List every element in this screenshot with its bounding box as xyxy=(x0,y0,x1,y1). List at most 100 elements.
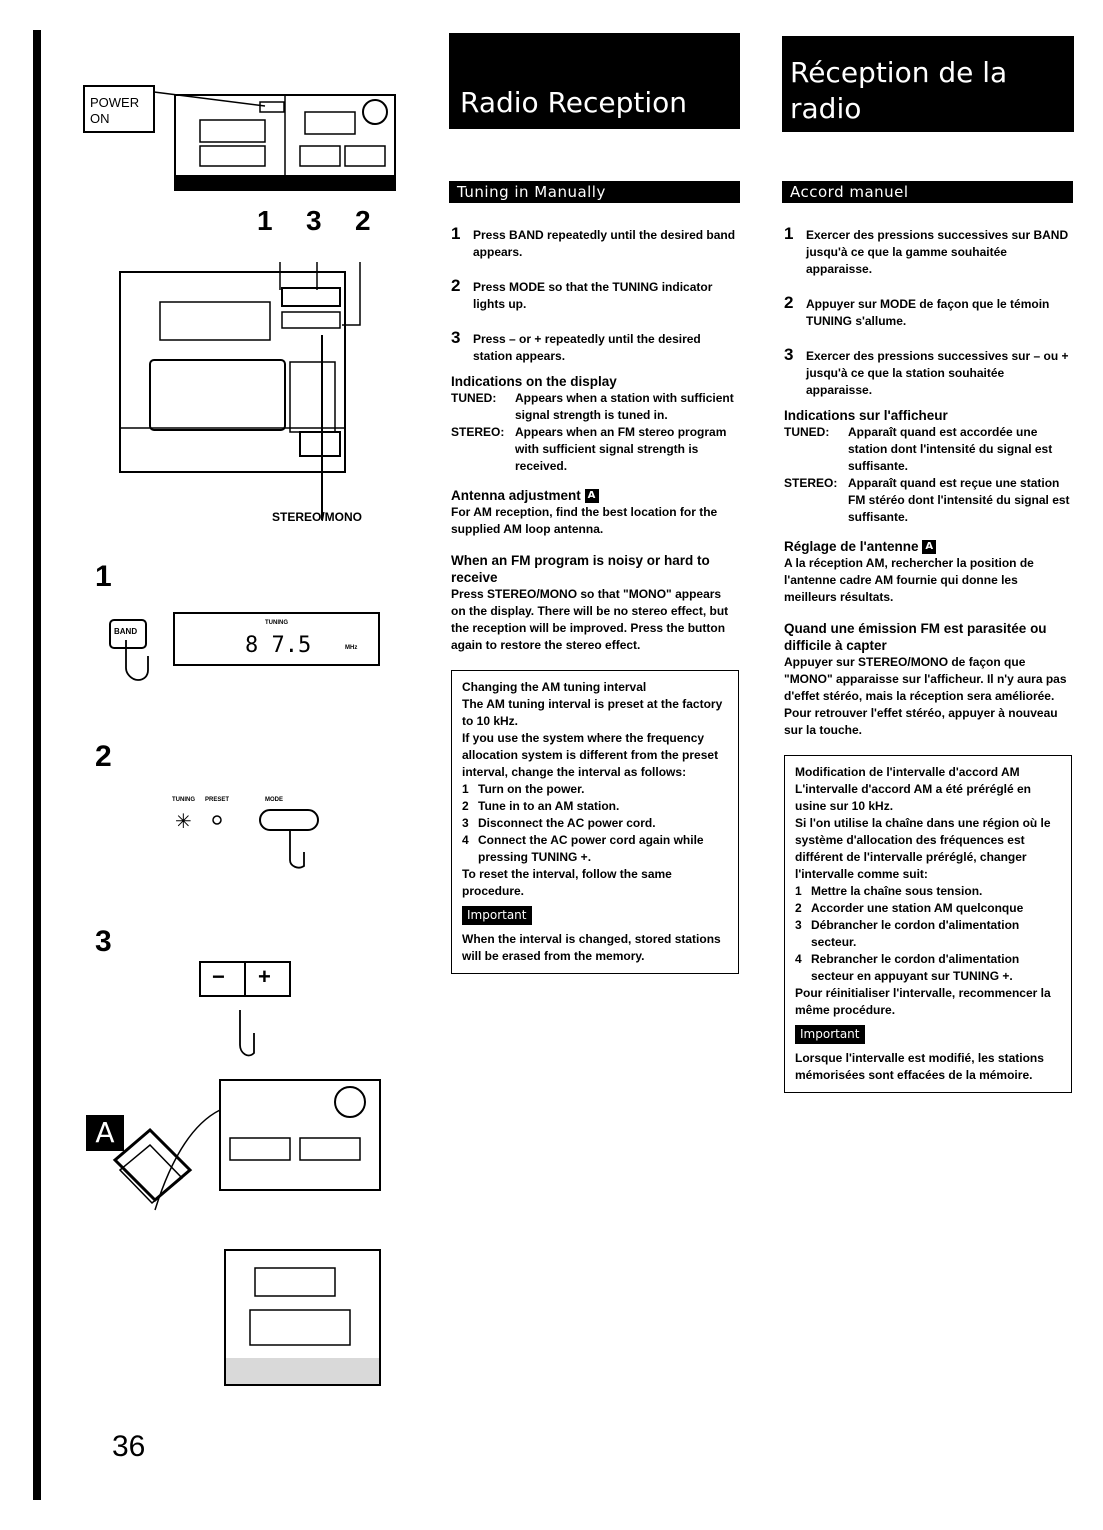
box-step-number: 3 xyxy=(462,816,469,830)
step3-number: 3 xyxy=(95,925,112,958)
power-label-line2: ON xyxy=(90,111,110,126)
indication-value: Appears when an FM stereo program with s… xyxy=(515,425,727,473)
antenna-heading-text: Réglage de l'antenne xyxy=(784,539,919,554)
step-number: 2 xyxy=(784,293,794,312)
band-button-label: BAND xyxy=(114,627,138,636)
box-step-number: 3 xyxy=(795,918,802,932)
box-step-text: Turn on the power. xyxy=(478,782,585,796)
box-heading: Changing the AM tuning interval xyxy=(462,680,647,694)
french-title: Réception de la radio xyxy=(782,36,1074,132)
illustration-column: ✳ xyxy=(83,85,396,1386)
step-number: 2 xyxy=(451,276,461,295)
box-para: Si l'on utilise la chaîne dans une régio… xyxy=(795,816,1051,881)
french-step-2: 2 Appuyer sur MODE de façon que le témoi… xyxy=(784,293,1072,330)
display-indicator-top: TUNING xyxy=(265,620,288,626)
indication-stereo: STEREO: Appears when an FM stereo progra… xyxy=(451,424,739,475)
english-step-3: 3 Press – or + repeatedly until the desi… xyxy=(451,328,739,365)
antenna-badge: A xyxy=(922,540,937,555)
antenna-heading-text: Antenna adjustment xyxy=(451,488,581,503)
step-text: Exercer des pressions successives sur – … xyxy=(806,349,1069,397)
step1-number: 1 xyxy=(95,560,112,593)
french-title-line1: Réception de la xyxy=(790,56,1008,89)
noisy-text: Appuyer sur STEREO/MONO de façon que "MO… xyxy=(784,655,1067,737)
indications-heading: Indications sur l'afficheur xyxy=(784,408,948,423)
noisy-heading: When an FM program is noisy or hard to r… xyxy=(451,553,710,585)
step-text: Appuyer sur MODE de façon que le témoin … xyxy=(806,297,1050,328)
english-step-1: 1 Press BAND repeatedly until the desire… xyxy=(451,224,739,261)
band-button xyxy=(109,619,147,649)
display-reading: 8 7.5 xyxy=(245,633,312,658)
antenna-text: A la réception AM, rechercher la positio… xyxy=(784,556,1034,604)
box-steps: 1 Turn on the power. 2 Tune in to an AM st… xyxy=(462,781,728,866)
english-title: Radio Reception xyxy=(449,33,740,129)
box-step-number: 2 xyxy=(795,901,802,915)
indication-value: Appears when a station with sufficient s… xyxy=(515,391,734,422)
english-body: 1 Press BAND repeatedly until the desire… xyxy=(451,224,739,974)
important-text: Lorsque l'intervalle est modifié, les st… xyxy=(795,1051,1044,1082)
stereo-mono-label: STEREO/MONO xyxy=(272,510,363,524)
power-label: POWER ON xyxy=(90,95,139,127)
minus-label: − xyxy=(212,964,225,989)
indication-key: TUNED: xyxy=(784,425,830,439)
step-number: 3 xyxy=(451,328,461,347)
box-step-number: 4 xyxy=(795,952,802,966)
box-step-number: 2 xyxy=(462,799,469,813)
callout-number-2: 2 xyxy=(355,205,371,236)
french-body: 1 Exercer des pressions successives sur … xyxy=(784,224,1072,1093)
step-text: Press MODE so that the TUNING indicator … xyxy=(473,280,713,311)
box-step: 2 Tune in to an AM station. xyxy=(462,798,728,815)
step-number: 1 xyxy=(784,224,794,243)
antenna-text: For AM reception, find the best location… xyxy=(451,505,718,536)
important-text: When the interval is changed, stored sta… xyxy=(462,932,721,963)
box-step-text: Connect the AC power cord again while pr… xyxy=(478,833,704,864)
box-step-number: 1 xyxy=(462,782,469,796)
box-step-text: Rebrancher le cordon d'alimentation sect… xyxy=(811,952,1020,983)
box-step: 4 Connect the AC power cord again while p… xyxy=(462,832,728,866)
box-step-text: Débrancher le cordon d'alimentation sect… xyxy=(811,918,1020,949)
french-title-line2: radio xyxy=(790,92,862,125)
step-number: 1 xyxy=(451,224,461,243)
step-text: Press – or + repeatedly until the desire… xyxy=(473,332,701,363)
stereo-unit-top-illustration xyxy=(174,94,396,191)
box-step-text: Mettre la chaîne sous tension. xyxy=(811,884,983,898)
box-heading: Modification de l'intervalle d'accord AM xyxy=(795,765,1020,779)
box-step-number: 4 xyxy=(462,833,469,847)
callout-number-3: 3 xyxy=(306,205,322,236)
display-indicator-right: MHz xyxy=(345,645,358,651)
french-step-3: 3 Exercer des pressions successives sur … xyxy=(784,346,1072,399)
indication-tuned: TUNED: Appears when a station with suffi… xyxy=(451,390,739,424)
front-panel-illustration xyxy=(119,262,361,520)
antenna-heading: Réglage de l'antenne A xyxy=(784,538,1072,555)
indication-tuned: TUNED: Apparaît quand est accordée une s… xyxy=(784,424,1072,475)
indication-stereo: STEREO: Apparaît quand est reçue une sta… xyxy=(784,475,1072,526)
antenna-stereo-illustration xyxy=(112,1079,381,1386)
indication-key: TUNED: xyxy=(451,391,497,405)
step2-number: 2 xyxy=(95,740,112,773)
box-para: If you use the system where the frequenc… xyxy=(462,731,719,779)
svg-text:✳: ✳ xyxy=(175,809,192,833)
noisy-text: Press STEREO/MONO so that "MONO" appears… xyxy=(451,587,729,652)
step2-preset-label: PRESET xyxy=(205,797,230,803)
important-label: Important xyxy=(795,1025,865,1044)
am-interval-box: Modification de l'intervalle d'accord AM… xyxy=(784,755,1072,1093)
display-panel xyxy=(173,612,380,666)
box-step: 1 Turn on the power. xyxy=(462,781,728,798)
power-button-box xyxy=(83,85,155,133)
step-text: Exercer des pressions successives sur BA… xyxy=(806,228,1069,276)
box-reset: Pour réinitialiser l'intervalle, recomme… xyxy=(795,986,1051,1017)
box-reset: To reset the interval, follow the same p… xyxy=(462,867,672,898)
indications-heading: Indications on the display xyxy=(451,374,617,389)
english-step-2: 2 Press MODE so that the TUNING indicato… xyxy=(451,276,739,313)
english-title-text: Radio Reception xyxy=(460,86,688,119)
box-step-text: Tune in to an AM station. xyxy=(478,799,620,813)
noisy-heading: Quand une émission FM est parasitée ou d… xyxy=(784,621,1047,653)
minus-plus-illustration xyxy=(199,961,291,1057)
step-text: Press BAND repeatedly until the desired … xyxy=(473,228,736,259)
plus-label: + xyxy=(258,964,271,989)
antenna-heading: Antenna adjustment A xyxy=(451,487,739,504)
mode-button-illustration: ✳ xyxy=(175,809,319,869)
